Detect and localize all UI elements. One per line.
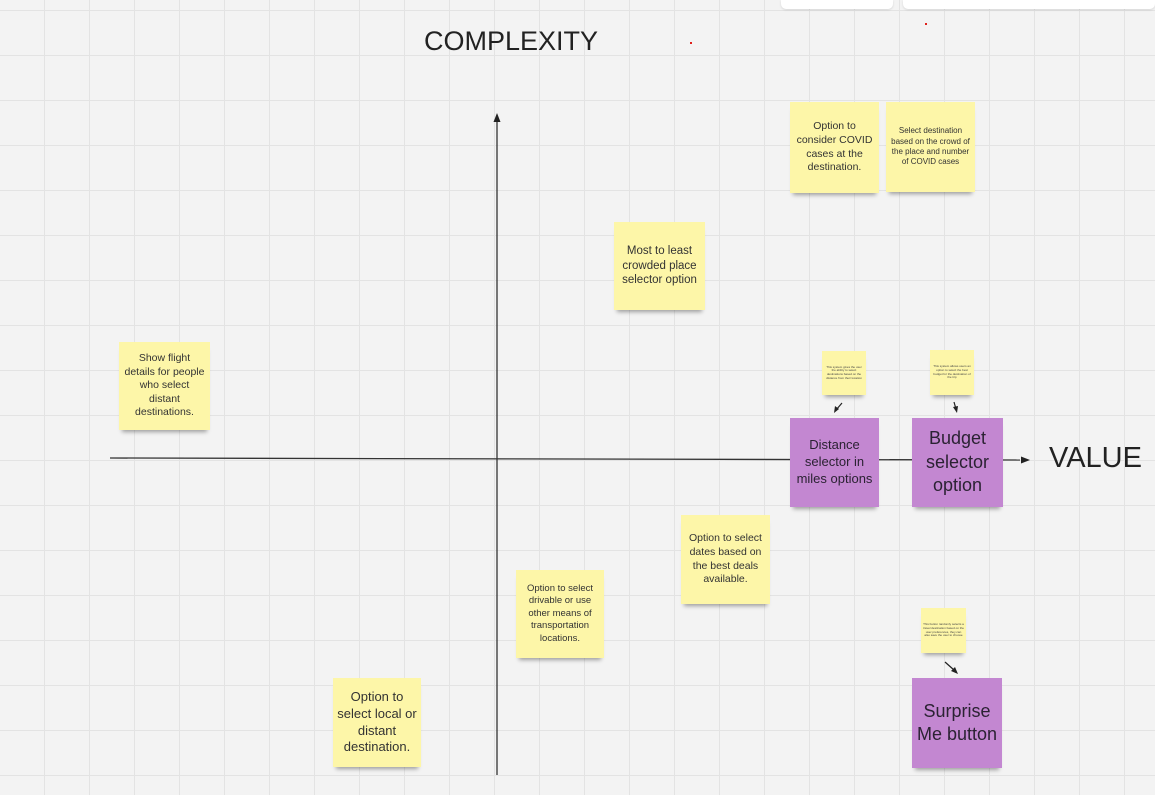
top-toolbar-box-left[interactable] (781, 0, 893, 9)
sticky-note-budget-info[interactable]: This system allows users an option to se… (930, 350, 974, 395)
sticky-note-local-distant[interactable]: Option to select local or distant destin… (333, 678, 421, 767)
connector-arrow-surprise (944, 661, 955, 671)
cursor-dot (925, 23, 927, 25)
sticky-note-budget-selector[interactable]: Budget selector option (912, 418, 1003, 507)
sticky-note-flight-details[interactable]: Show flight details for people who selec… (119, 342, 210, 430)
sticky-note-dates-deals[interactable]: Option to select dates based on the best… (681, 515, 770, 604)
y-axis-title: COMPLEXITY (424, 26, 599, 56)
x-axis-line (109, 457, 1021, 461)
sticky-note-surprise-info[interactable]: This button randomly selects a travel de… (921, 608, 966, 653)
sticky-note-covid-crowd[interactable]: Select destination based on the crowd of… (886, 102, 975, 192)
connector-arrowhead-surprise (951, 667, 958, 674)
sticky-note-distance-selector[interactable]: Distance selector in miles options (790, 418, 879, 507)
sticky-note-drivable[interactable]: Option to select drivable or use other m… (516, 570, 604, 658)
sticky-note-crowded-selector[interactable]: Most to least crowded place selector opt… (614, 222, 705, 310)
sticky-note-distance-info[interactable]: This system gives the user the ability t… (822, 351, 866, 395)
top-toolbar-box-right[interactable] (903, 0, 1155, 9)
sticky-note-surprise-me[interactable]: Surprise Me button (912, 678, 1002, 768)
x-axis-title: VALUE (1049, 442, 1142, 474)
y-axis-arrow (493, 113, 501, 122)
connector-arrowhead-budget (953, 406, 958, 413)
x-axis-arrow (1021, 456, 1030, 464)
cursor-dot (690, 42, 692, 44)
sticky-note-covid-consider[interactable]: Option to consider COVID cases at the de… (790, 102, 879, 193)
connector-arrowhead-distance (834, 406, 839, 413)
